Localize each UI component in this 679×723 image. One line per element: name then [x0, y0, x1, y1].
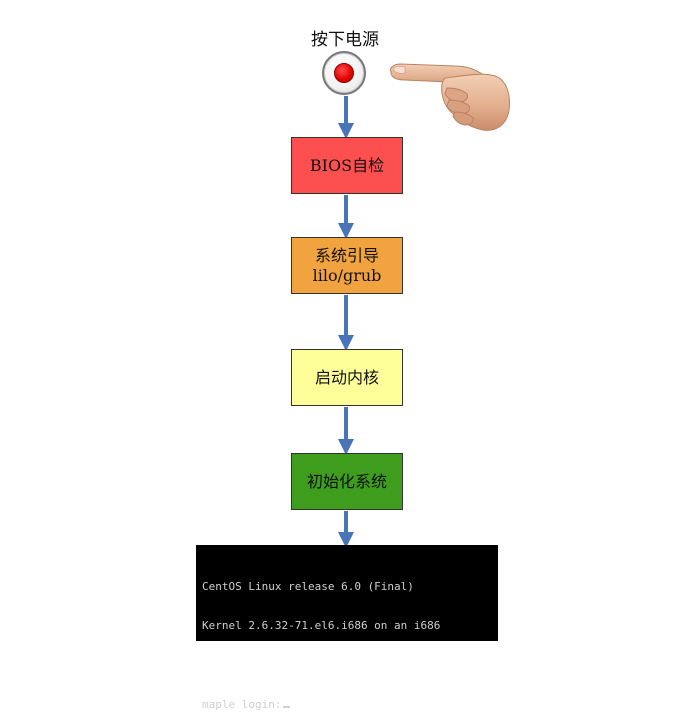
power-label: 按下电源 — [311, 30, 379, 50]
login-prompt: maple login: — [202, 698, 282, 711]
login-terminal: CentOS Linux release 6.0 (Final) Kernel … — [196, 545, 498, 711]
power-button-icon[interactable] — [322, 51, 366, 95]
step-sublabel: lilo/grub — [312, 265, 382, 285]
terminal-prompt-line[interactable]: maple login: — [202, 697, 498, 711]
step-init-system: 初始化系统 — [291, 453, 403, 510]
step-system-boot: 系统引导 lilo/grub — [291, 237, 403, 294]
step-label: 系统引导 — [314, 245, 379, 265]
terminal-blank-line — [202, 658, 498, 671]
step-label: 启动内核 — [314, 367, 379, 387]
step-start-kernel: 启动内核 — [291, 349, 403, 406]
pointing-hand-icon — [390, 63, 510, 131]
step-label: BIOS自检 — [309, 155, 385, 175]
flow-arrows — [338, 96, 354, 548]
cursor-icon — [283, 697, 291, 708]
step-bios-self-test: BIOS自检 — [291, 137, 403, 194]
step-label: 初始化系统 — [306, 471, 387, 491]
power-indicator-icon — [334, 63, 354, 83]
terminal-kernel-line: Kernel 2.6.32-71.el6.i686 on an i686 — [202, 619, 441, 632]
terminal-release-line: CentOS Linux release 6.0 (Final) — [202, 580, 414, 593]
